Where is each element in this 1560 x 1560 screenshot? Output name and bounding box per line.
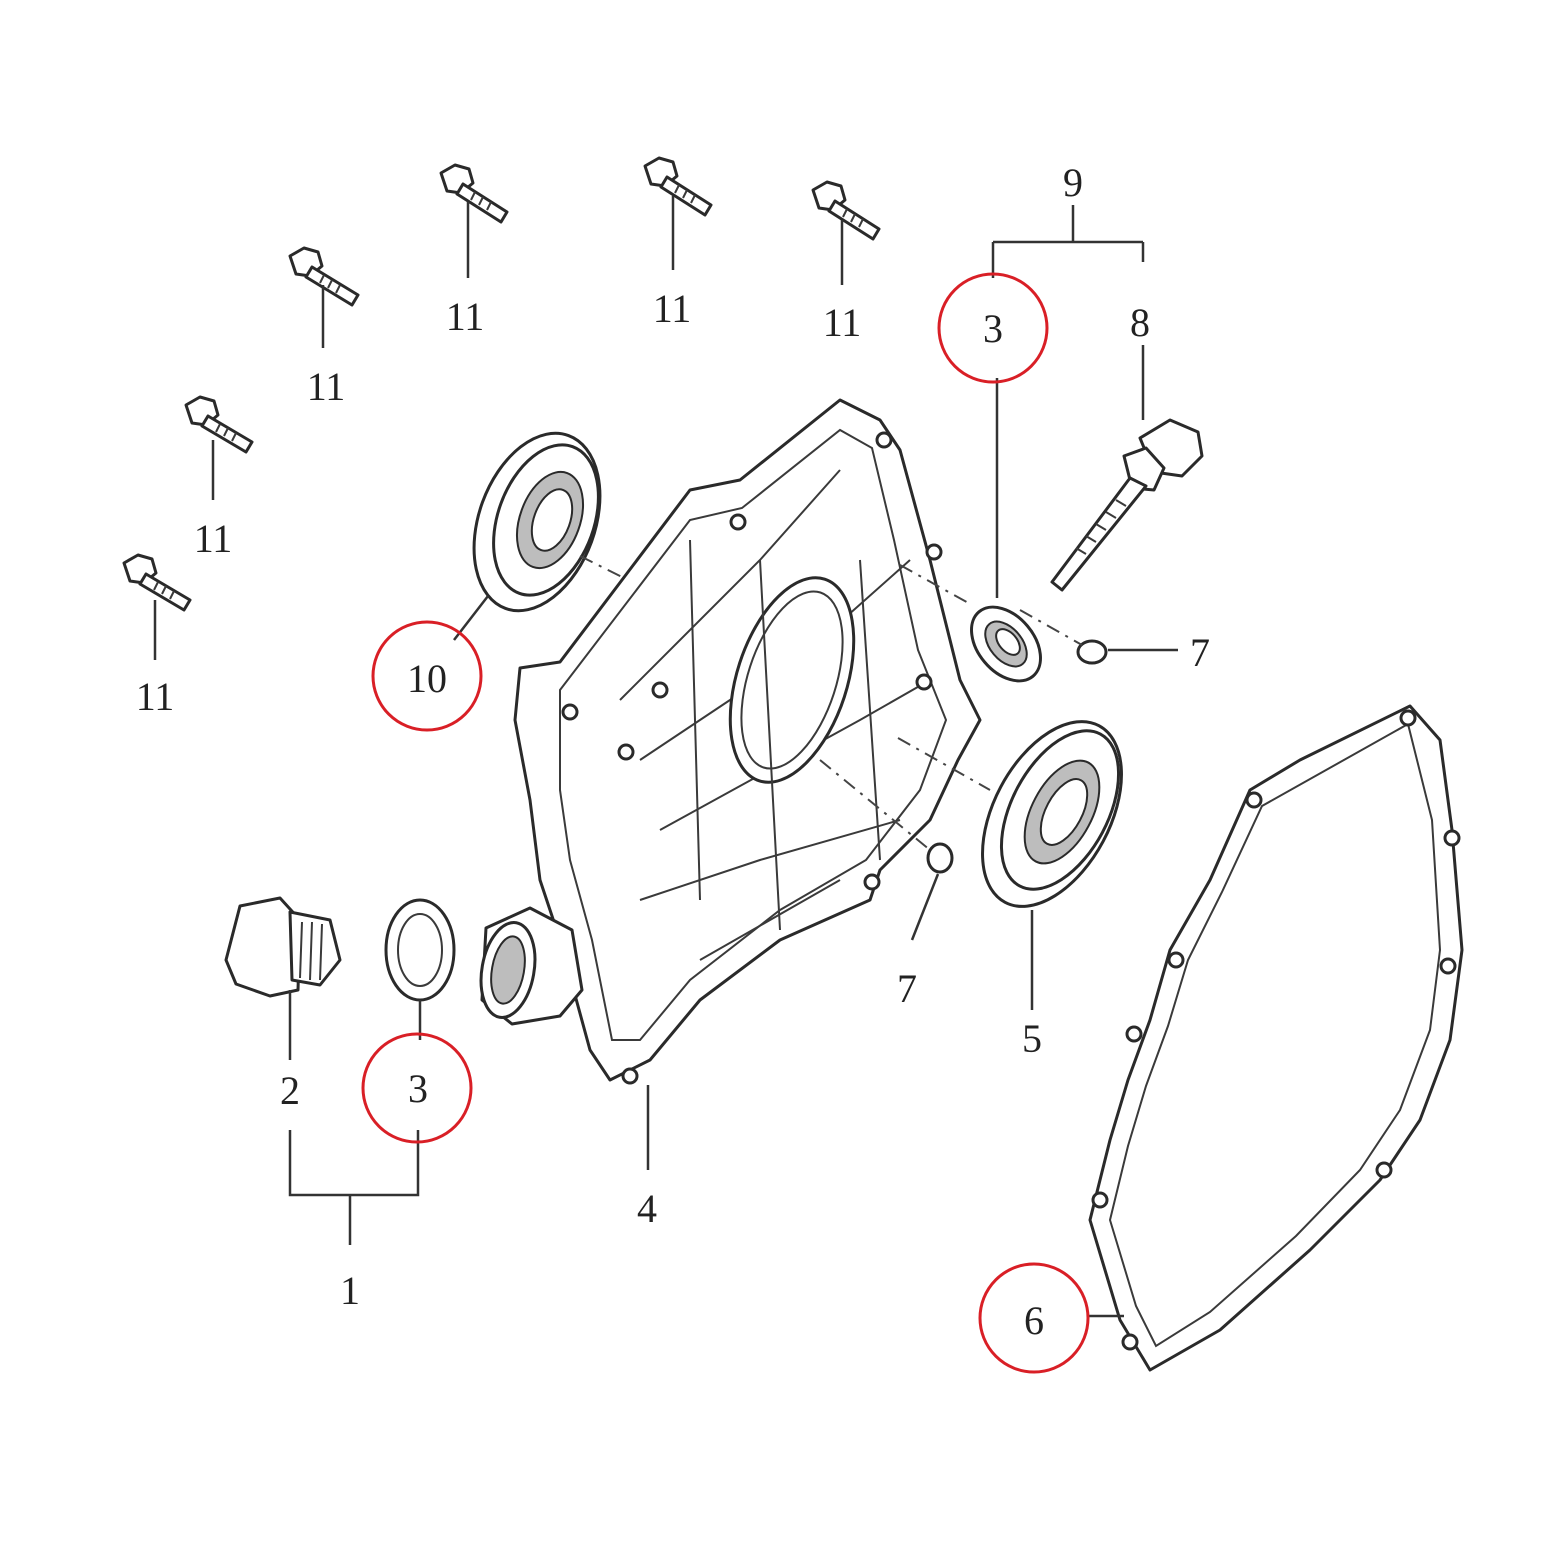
label-bolt-11-a: 11 xyxy=(136,674,175,719)
label-dipstick-8: 8 xyxy=(1130,300,1150,345)
bearing-part-5 xyxy=(981,720,1123,908)
label-drain-plug-2: 2 xyxy=(280,1068,300,1113)
crankcase-cover-part-4 xyxy=(479,398,982,1085)
highlight-circle-gasket-6 xyxy=(978,1262,1090,1374)
label-dowel-7-top: 7 xyxy=(1190,630,1210,675)
label-bolt-11-b: 11 xyxy=(194,516,233,561)
label-assembly-9: 9 xyxy=(1063,160,1083,205)
label-bolt-11-f: 11 xyxy=(823,300,862,345)
label-gasket-6: 6 xyxy=(1024,1298,1044,1343)
label-cover-4: 4 xyxy=(637,1186,657,1231)
dowel-pin-part-7-top xyxy=(1076,639,1108,665)
dipstick-part-8 xyxy=(1050,418,1204,592)
bolt-part-11-f xyxy=(811,180,881,241)
label-seal-3-top: 3 xyxy=(983,306,1003,351)
oil-seal-part-3-top xyxy=(970,605,1042,683)
bolt-part-11-d xyxy=(439,163,509,224)
label-assembly-1: 1 xyxy=(340,1268,360,1313)
bolt-part-11-e xyxy=(643,156,713,217)
label-bolt-11-c: 11 xyxy=(307,364,346,409)
label-dowel-7-bottom: 7 xyxy=(897,966,917,1011)
oil-seal-part-3-bottom xyxy=(384,898,456,1002)
label-seal-3-bottom: 3 xyxy=(408,1066,428,1111)
label-bolt-11-d: 11 xyxy=(446,294,485,339)
highlight-circle-bearing-10 xyxy=(371,620,483,732)
bolt-part-11-c xyxy=(288,246,360,307)
highlight-circle-seal-3-bottom xyxy=(361,1032,473,1144)
dowel-pin-part-7-bottom xyxy=(926,842,954,874)
bolt-part-11-a xyxy=(122,553,192,612)
highlight-circle-seal-3-top xyxy=(937,272,1049,384)
label-bearing-10: 10 xyxy=(407,656,447,701)
drain-plug-part-2 xyxy=(224,896,342,998)
bearing-part-10 xyxy=(472,431,602,613)
label-bolt-11-e: 11 xyxy=(653,286,692,331)
gasket-part-6 xyxy=(1088,704,1464,1372)
label-bearing-5: 5 xyxy=(1022,1016,1042,1061)
bolt-part-11-b xyxy=(184,395,254,454)
